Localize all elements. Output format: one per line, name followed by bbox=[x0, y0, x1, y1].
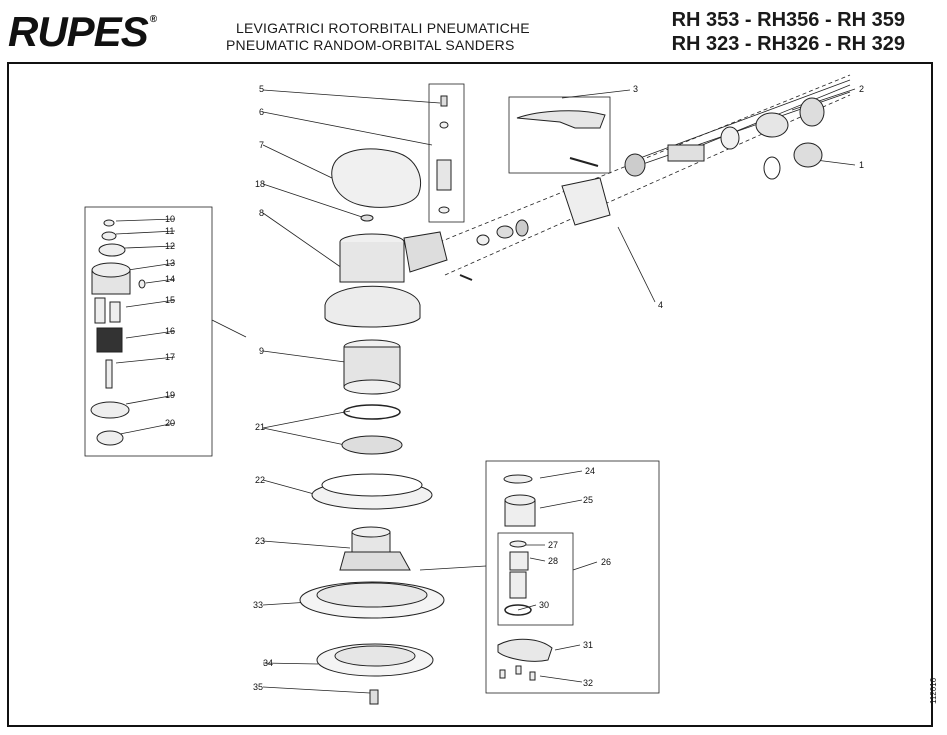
callout-25: 25 bbox=[583, 495, 593, 505]
callout-7: 7 bbox=[259, 140, 264, 150]
callout-9: 9 bbox=[259, 346, 264, 356]
models-line-2: RH 323 - RH326 - RH 329 bbox=[671, 33, 905, 55]
callout-23: 23 bbox=[255, 536, 265, 546]
callout-28: 28 bbox=[548, 556, 558, 566]
callout-19: 19 bbox=[165, 390, 175, 400]
housing-cap bbox=[331, 148, 422, 208]
callout-17: 17 bbox=[165, 352, 175, 362]
callout-15: 15 bbox=[165, 295, 175, 305]
bearing-subassembly-box bbox=[497, 532, 574, 626]
callout-33: 33 bbox=[253, 600, 263, 610]
diagram-frame bbox=[7, 62, 933, 727]
lever-box bbox=[508, 96, 611, 174]
callout-6: 6 bbox=[259, 107, 264, 117]
motor-base bbox=[324, 285, 421, 328]
callout-14: 14 bbox=[165, 274, 175, 284]
callout-24: 24 bbox=[585, 466, 595, 476]
callout-22: 22 bbox=[255, 475, 265, 485]
callout-13: 13 bbox=[165, 258, 175, 268]
title-italian: LEVIGATRICI ROTORBITALI PNEUMATICHE bbox=[236, 20, 530, 36]
callout-20: 20 bbox=[165, 418, 175, 428]
handle-neck bbox=[403, 231, 448, 273]
callout-30: 30 bbox=[539, 600, 549, 610]
callout-18: 18 bbox=[255, 179, 265, 189]
callout-35: 35 bbox=[253, 682, 263, 692]
callout-26: 26 bbox=[601, 557, 611, 567]
callout-labels: 5 6 7 18 8 9 21 22 23 33 34 35 3 2 1 4 1… bbox=[165, 84, 864, 692]
valve-box bbox=[428, 83, 465, 223]
callout-31: 31 bbox=[583, 640, 593, 650]
callout-32: 32 bbox=[583, 678, 593, 688]
callout-1: 1 bbox=[859, 160, 864, 170]
model-list: RH 353 - RH356 - RH 359 RH 323 - RH326 -… bbox=[672, 8, 905, 56]
callout-3: 3 bbox=[633, 84, 638, 94]
callout-10: 10 bbox=[165, 214, 175, 224]
callout-8: 8 bbox=[259, 208, 264, 218]
rotor-subassembly-box bbox=[84, 206, 213, 457]
models-line-1: RH 353 - RH356 - RH 359 bbox=[671, 9, 905, 31]
callout-16: 16 bbox=[165, 326, 175, 336]
rupes-logo: RUPES® bbox=[8, 8, 157, 55]
callout-11: 11 bbox=[165, 226, 174, 236]
callout-27: 27 bbox=[548, 540, 558, 550]
pad-subassembly-box bbox=[485, 460, 660, 694]
callout-2: 2 bbox=[859, 84, 864, 94]
callout-34: 34 bbox=[263, 658, 273, 668]
title-english: PNEUMATIC RANDOM-ORBITAL SANDERS bbox=[226, 37, 515, 53]
callout-21: 21 bbox=[255, 422, 265, 432]
callout-5: 5 bbox=[259, 84, 264, 94]
callout-12: 12 bbox=[165, 241, 175, 251]
callout-4: 4 bbox=[658, 300, 663, 310]
